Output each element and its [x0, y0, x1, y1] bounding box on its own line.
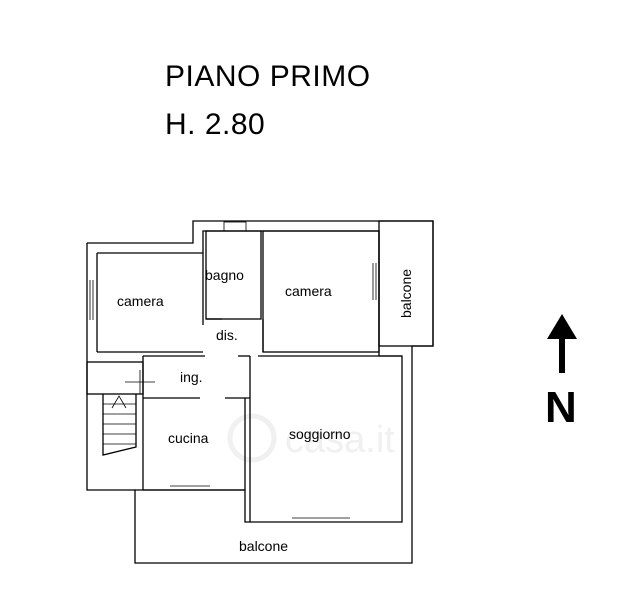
room-label-soggiorno: soggiorno	[289, 426, 351, 442]
north-arrow-icon	[547, 314, 577, 373]
room-label-camera-left: camera	[117, 293, 164, 309]
room-label-dis: dis.	[216, 327, 238, 343]
room-label-cucina: cucina	[168, 430, 209, 446]
ceiling-height-label: H. 2.80	[165, 108, 266, 141]
watermark: casa.it	[227, 413, 395, 463]
room-label-balcone-right: balcone	[398, 269, 414, 318]
camera-left-walls	[89, 253, 204, 353]
room-label-ing: ing.	[180, 369, 203, 385]
room-label-bagno: bagno	[205, 267, 244, 283]
floor-title: PIANO PRIMO	[165, 60, 371, 93]
compass-north-label: N	[545, 383, 577, 432]
bagno-walls	[205, 221, 262, 320]
room-label-camera-right: camera	[285, 283, 332, 299]
stairs	[102, 394, 137, 456]
outer-walls	[86, 220, 434, 564]
entrance-landing	[86, 361, 155, 395]
watermark-text: casa.it	[285, 419, 395, 461]
room-label-balcone-bottom: balcone	[239, 538, 288, 554]
camera-right-walls	[262, 230, 380, 353]
